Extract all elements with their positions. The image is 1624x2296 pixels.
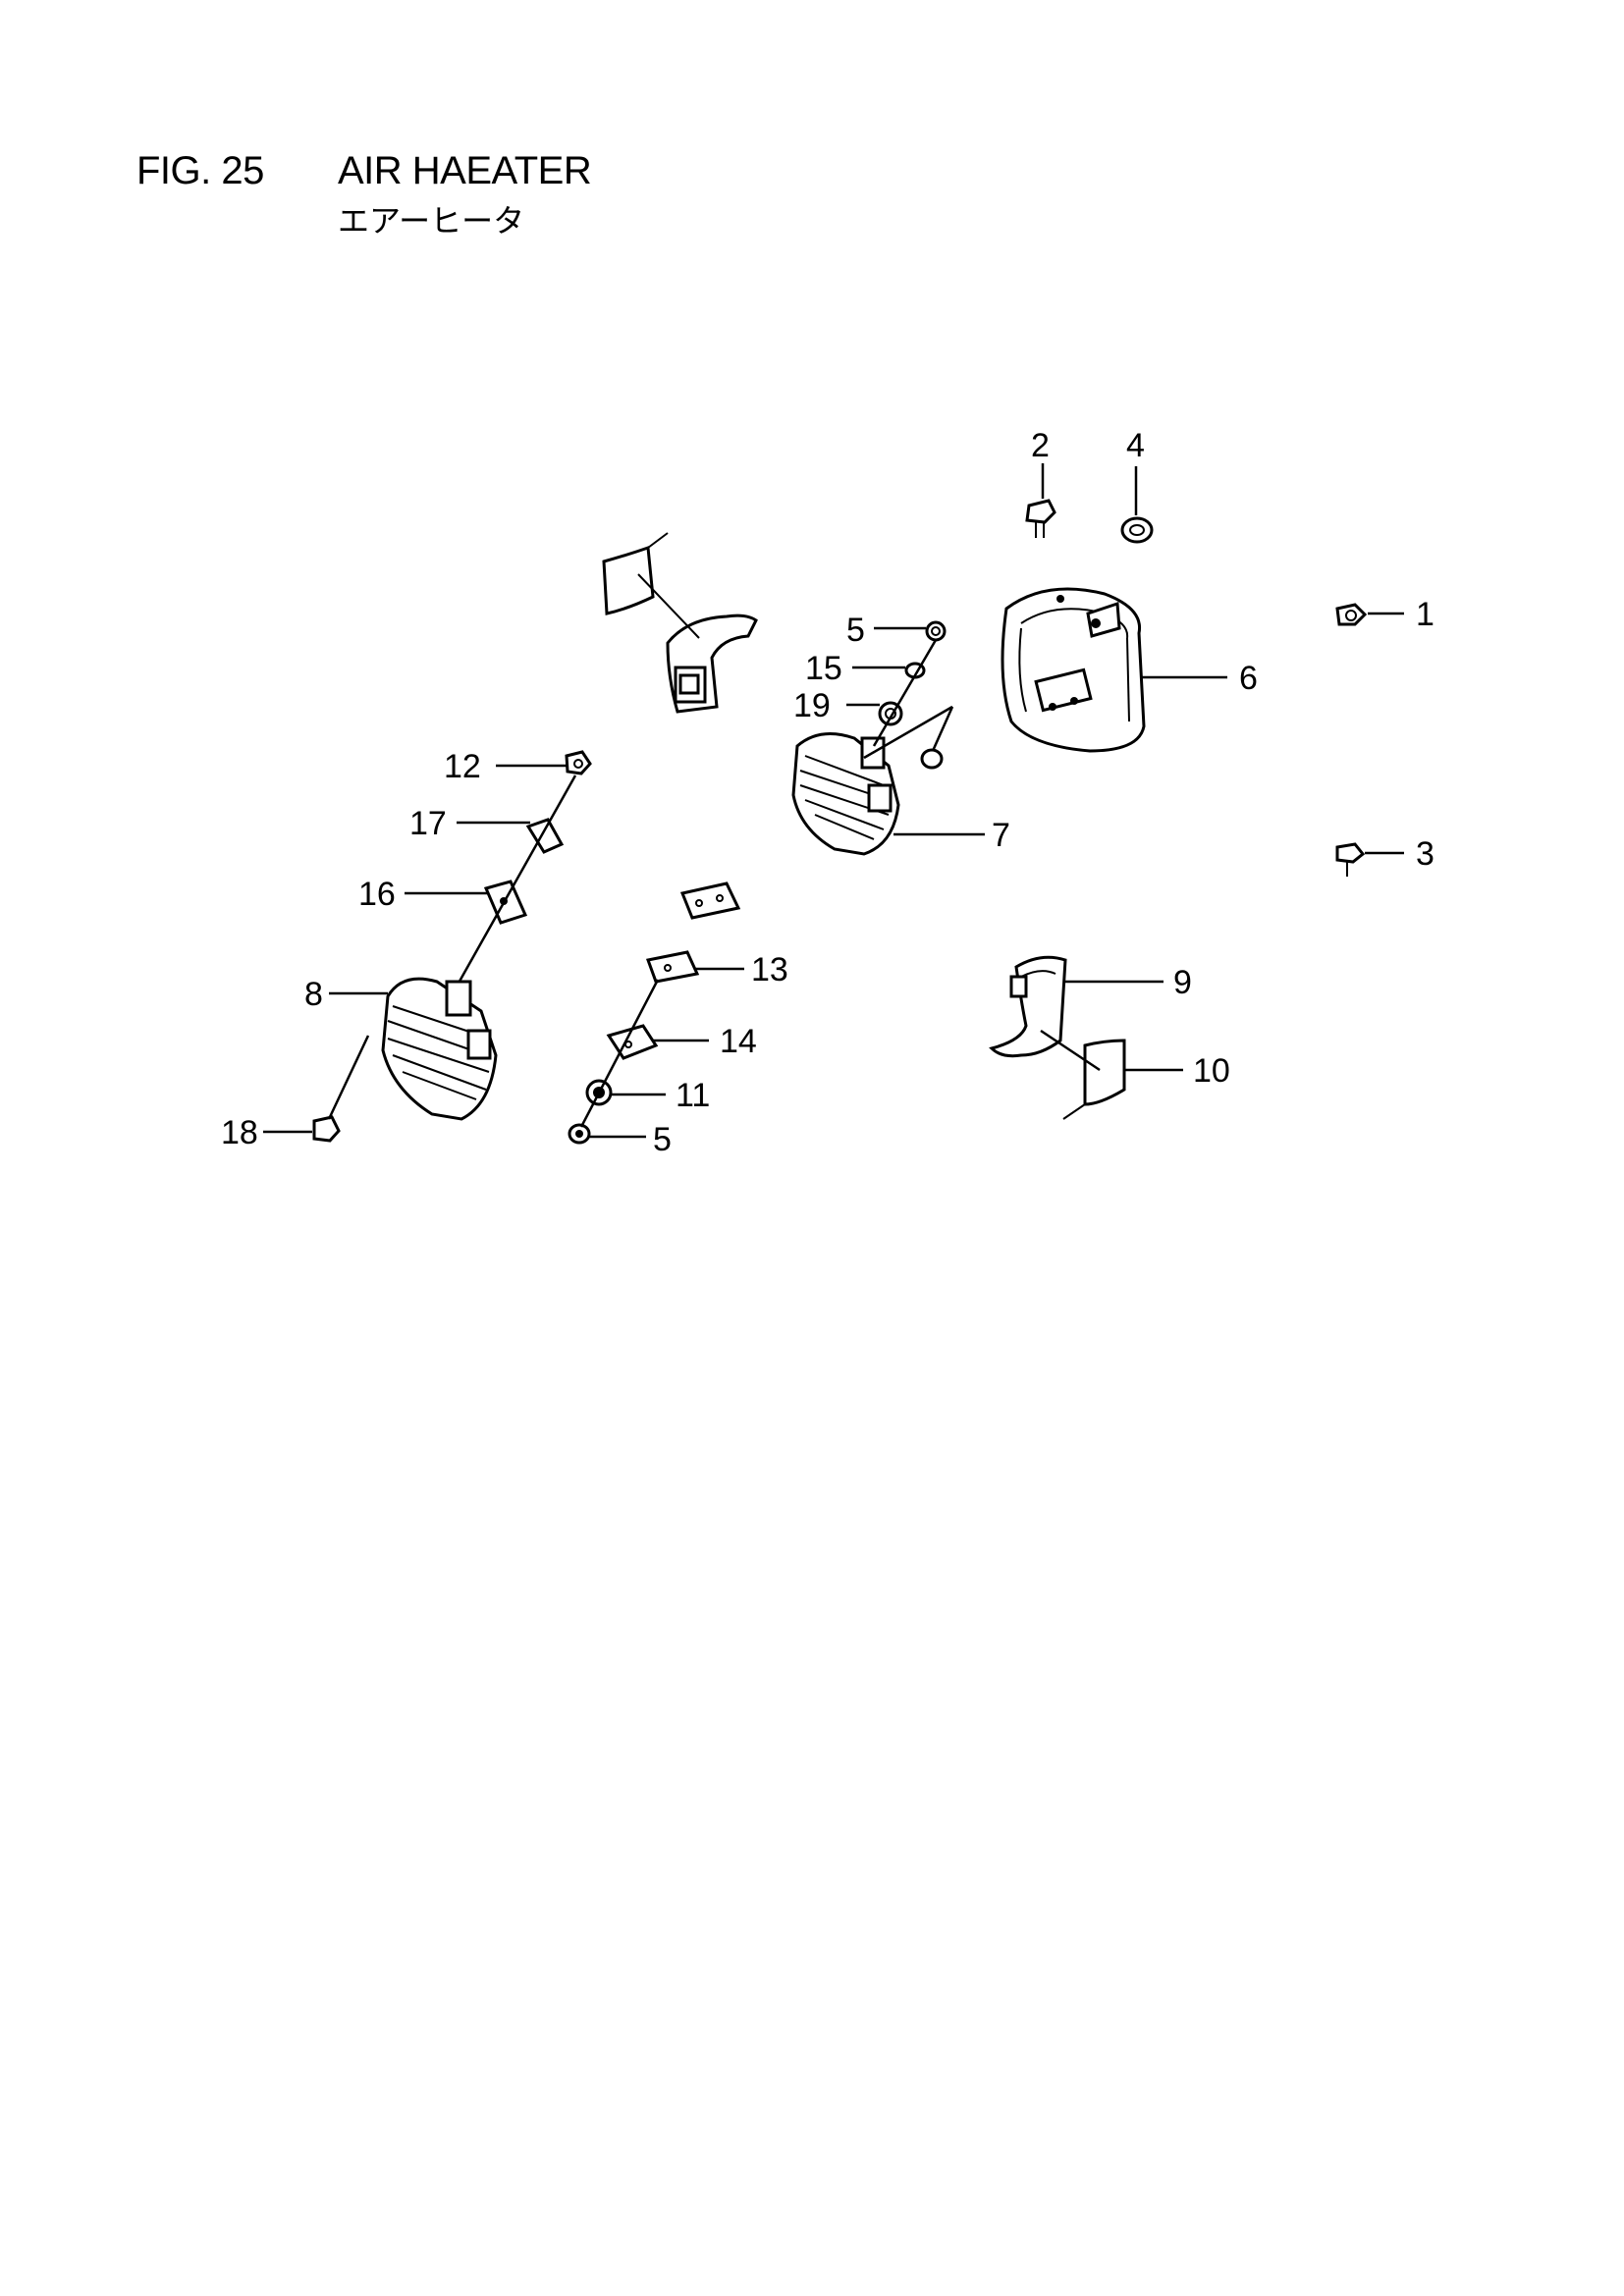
callout-16: 16	[358, 876, 396, 913]
callout-18: 18	[221, 1114, 258, 1151]
callout-1: 1	[1416, 596, 1435, 633]
callout-4: 4	[1126, 427, 1145, 464]
callout-11: 11	[676, 1077, 710, 1114]
upper-shield-bracket	[602, 532, 758, 714]
bracket-part-10	[1062, 1039, 1126, 1120]
nut-right-of-7	[920, 748, 944, 770]
callout-15: 15	[805, 650, 842, 687]
callout-6: 6	[1239, 660, 1258, 697]
callout-5-upper: 5	[846, 612, 865, 649]
callout-9: 9	[1173, 964, 1192, 1001]
plate-part-17	[525, 818, 565, 854]
plate-part-16	[483, 880, 528, 925]
heater-element-part-7	[791, 732, 900, 856]
callout-8: 8	[304, 976, 323, 1013]
callout-3: 3	[1416, 835, 1435, 873]
grommet-part-4	[1120, 516, 1154, 544]
figure-title: AIR HAEATER	[338, 149, 592, 192]
callout-17: 17	[409, 805, 447, 842]
callout-13: 13	[751, 951, 788, 988]
clamp-band-part	[1001, 587, 1146, 753]
callout-2: 2	[1031, 427, 1050, 464]
figure-number: FIG. 25	[136, 149, 264, 192]
screw-part-5-lower	[568, 1123, 591, 1145]
callout-19: 19	[793, 687, 831, 724]
heater-element-part-8	[381, 977, 498, 1121]
callout-14: 14	[720, 1023, 757, 1060]
callout-10: 10	[1193, 1052, 1230, 1090]
callout-5-lower: 5	[653, 1121, 672, 1158]
figure-subtitle: エアーヒータ	[338, 203, 525, 239]
plate-part-13	[645, 950, 700, 984]
lower-shield-part-9	[989, 955, 1067, 1058]
nut-part-1	[1335, 603, 1368, 626]
callout-7: 7	[992, 817, 1010, 854]
nut-part-12	[565, 750, 592, 775]
callout-12: 12	[444, 748, 481, 785]
nut-part-18	[312, 1115, 341, 1143]
plate-middle	[679, 881, 741, 920]
bolt-part-3	[1335, 842, 1366, 877]
screw-part-5-upper	[925, 620, 947, 642]
bolt-part-2	[1025, 499, 1056, 538]
